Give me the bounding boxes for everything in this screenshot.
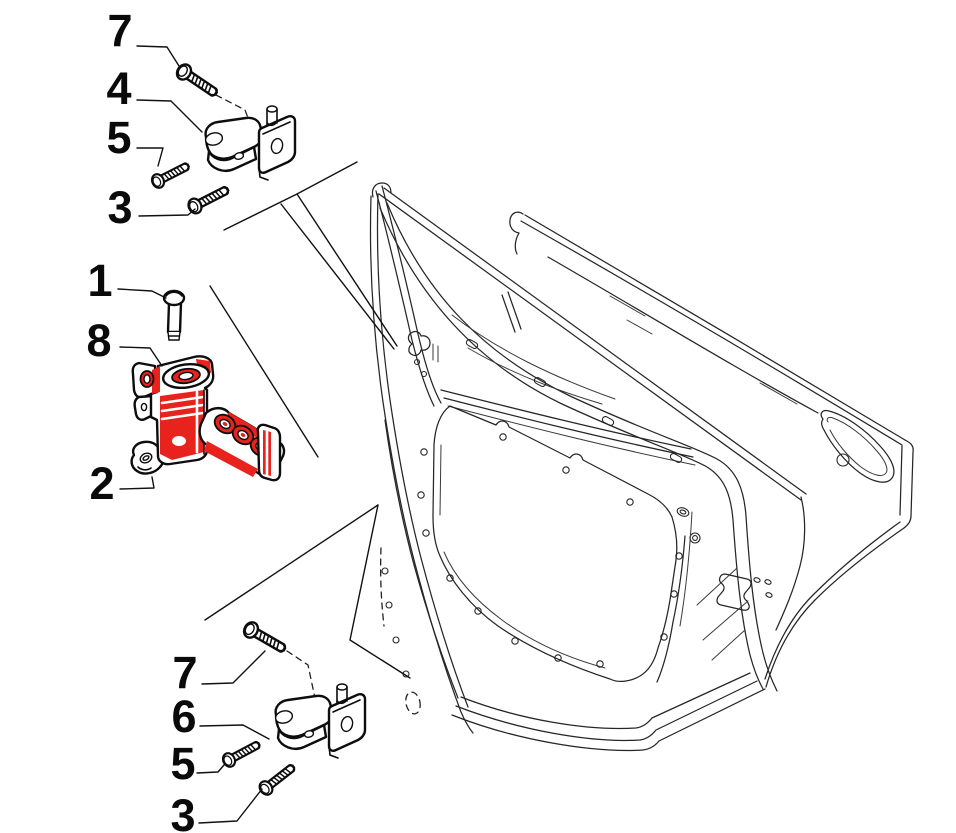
leader-lines: [117, 45, 270, 824]
callout-5-bottom: 5: [170, 738, 195, 789]
bolt-5-lower: [219, 736, 264, 770]
callout-7-bottom: 7: [172, 647, 197, 698]
bolt-5-upper: [148, 158, 193, 191]
callout-3-top: 3: [107, 182, 132, 233]
upper-hinge-bracket: [203, 104, 297, 182]
callout-6: 6: [171, 691, 196, 742]
callout-2: 2: [89, 458, 114, 509]
callout-1: 1: [87, 255, 112, 306]
assembly-dashed-lines: [215, 94, 317, 704]
callout-5-top: 5: [106, 112, 131, 163]
screw-3-lower: [255, 759, 300, 799]
callout-labels: 7 4 5 3 1 8 2 7 6 5 3: [86, 5, 197, 833]
door-check-strap: [131, 355, 286, 482]
pin-screw-1: [162, 289, 186, 341]
callout-8: 8: [86, 315, 111, 366]
callout-7-top: 7: [107, 5, 132, 56]
screw-7-upper: [172, 60, 223, 102]
lower-hinge-bracket: [273, 682, 367, 760]
callout-3-bottom: 3: [170, 790, 195, 833]
locator-lines: [204, 161, 411, 679]
callout-4: 4: [106, 63, 131, 114]
door-outline: [369, 182, 914, 752]
